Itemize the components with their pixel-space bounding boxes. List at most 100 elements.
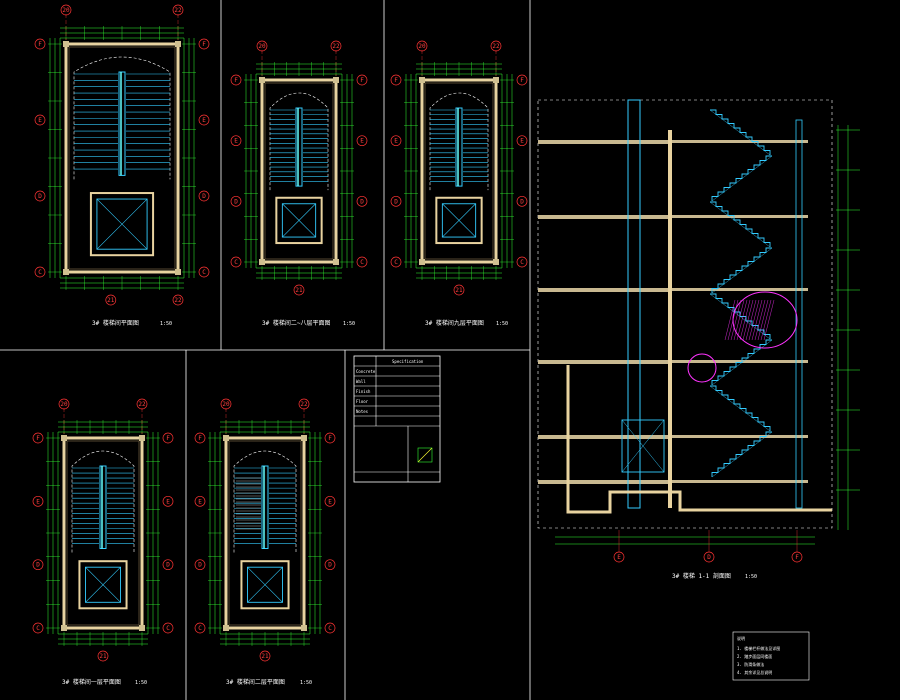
stair-handrail-line (709, 201, 771, 248)
grid-bubble-label: D (394, 198, 398, 205)
stair-landing-arc (269, 92, 329, 191)
elevator-shaft (441, 203, 477, 238)
revision-hatch (763, 299, 775, 341)
stair-handrail (455, 107, 463, 187)
grid-bubble-label: 22 (492, 43, 500, 50)
elevator-wall (78, 560, 128, 610)
floor-slab (538, 288, 668, 292)
wall-outline (224, 436, 306, 630)
grid-bubble (198, 38, 210, 50)
grid-bubble (330, 40, 342, 52)
elevator-cross (442, 203, 476, 238)
wall-outline (64, 42, 180, 274)
grid-bubble (256, 40, 268, 52)
stair-handrail (295, 107, 303, 187)
grid-bubble-label: 21 (455, 287, 463, 294)
notes-line: 4. 其余详见总说明 (737, 669, 772, 675)
grid-bubble-label: E (520, 138, 524, 145)
grid-bubble (32, 495, 44, 507)
structural-column (175, 41, 181, 47)
stair-landing-arc (429, 92, 489, 191)
structural-column (419, 259, 425, 265)
structural-column (61, 435, 67, 441)
grid-bubble-label: E (617, 554, 621, 561)
grid-bubble (34, 114, 46, 126)
structural-column (175, 269, 181, 275)
wall-inner-line (68, 46, 176, 270)
floor-slab (668, 360, 808, 363)
grid-bubble-label: F (394, 77, 398, 84)
elevator-cross (282, 203, 316, 238)
stair-handrail-line (709, 109, 771, 156)
revision-hatch (736, 299, 748, 341)
stair-handrail (99, 465, 107, 549)
revision-hatch (730, 299, 742, 341)
structural-column (259, 259, 265, 265)
stair-handrail (261, 465, 269, 549)
structural-column (139, 435, 145, 441)
structural-column (493, 77, 499, 83)
grid-bubble (230, 195, 242, 207)
stair-handrail-line (709, 385, 771, 432)
elevator-wall (240, 560, 290, 610)
grid-bubble-label: D (198, 562, 202, 569)
grid-bubble-label: E (394, 138, 398, 145)
wall-outline (62, 436, 144, 630)
notes-line: 1. 楼梯栏杆做法见详图 (737, 645, 780, 651)
revision-hatch (745, 299, 757, 341)
sheet-scale: 1:50 (343, 321, 355, 327)
title-block-table: Specification Concrete Wall Finish Floor… (353, 355, 441, 483)
stair-landing-arc (73, 56, 171, 180)
revision-hatch (760, 299, 772, 341)
stair-handrail-line (711, 155, 773, 202)
grid-bubble (60, 4, 72, 16)
grid-bubble-label: C (394, 259, 398, 266)
grid-bubble (198, 190, 210, 202)
grid-bubble-label: F (795, 554, 799, 561)
section-wall-right (795, 119, 803, 509)
sheet-title: 3# 楼梯间二~八层平面图 (262, 319, 330, 327)
sheet-title: 3# 楼梯间二层平面图 (226, 678, 285, 686)
grid-bubble-label: C (328, 625, 332, 632)
revision-hatch (751, 299, 763, 341)
grid-bubble (230, 74, 242, 86)
grid-bubble-label: E (166, 498, 170, 505)
grid-bubble (791, 551, 803, 563)
grid-bubble (416, 40, 428, 52)
stair-handrail (118, 71, 126, 176)
revision-hatch (757, 299, 769, 341)
revision-hatch (733, 299, 745, 341)
grid-bubble (516, 135, 528, 147)
elevator-shaft (281, 203, 317, 238)
grid-bubble-label: F (38, 41, 42, 48)
wall-outline (420, 78, 498, 264)
title-block-row: Wall (356, 379, 366, 384)
elevator-cross (96, 198, 148, 250)
elevator-shaft (84, 566, 121, 603)
stair-landing-arc (71, 450, 135, 553)
grid-bubble (162, 559, 174, 571)
sheet-scale: 1:50 (745, 574, 757, 580)
floor-slab (668, 435, 808, 438)
grid-bubble-label: E (328, 498, 332, 505)
grid-bubble-label: C (198, 625, 202, 632)
grid-bubble-label: 20 (258, 43, 266, 50)
grid-bubble-label: D (707, 554, 711, 561)
title-block-header: Specification (392, 359, 424, 364)
grid-bubble-label: C (202, 269, 206, 276)
structural-column (301, 435, 307, 441)
grid-bubble-label: C (360, 259, 364, 266)
elevator-cross (85, 566, 121, 603)
floor-slab (668, 215, 808, 218)
grid-bubble-label: 20 (60, 401, 68, 408)
structural-column (333, 77, 339, 83)
grid-bubble-label: C (38, 269, 42, 276)
grid-bubble (194, 559, 206, 571)
grid-bubble (172, 4, 184, 16)
grid-bubble (324, 559, 336, 571)
grid-bubble (194, 432, 206, 444)
grid-bubble-label: 22 (138, 401, 146, 408)
